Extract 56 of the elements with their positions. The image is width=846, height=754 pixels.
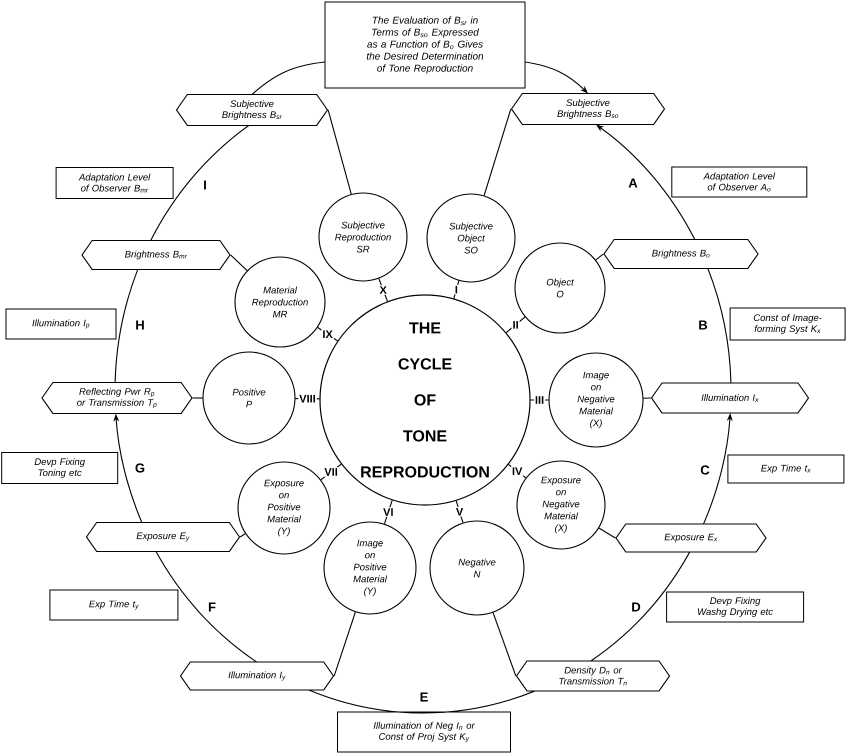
hexagon-box: Density D$_{n}$ or Transmission T$_{n}$ [516, 660, 670, 692]
hexagon-box: Reflecting Pwr R$_{p}$ or Transmission T$_{p}$ [41, 382, 193, 414]
ring-line [252, 61, 326, 95]
connector-line [644, 397, 651, 399]
hexagon-box: Illumination I$_{y}$ [180, 661, 334, 691]
ring-line [156, 551, 257, 662]
edge-label: VII [323, 467, 339, 477]
ring-line [308, 690, 535, 714]
factor-box: Devp Fixing Washg Drying etc [666, 592, 804, 622]
hexagon-box: Subjective Brightness B$_{sr}$ [176, 94, 328, 126]
hexagon-box: Exposure E$_{x}$ [615, 523, 767, 553]
connector-line [492, 612, 516, 676]
connector-line [192, 397, 202, 399]
factor-box: Exp Time t$_{x}$ [727, 454, 844, 484]
connector-line [484, 108, 512, 196]
station-letter: F [208, 602, 216, 612]
connector-line [596, 254, 604, 260]
station-letter: E [420, 692, 428, 702]
factor-box: Illumination of Neg I$_{n}$ or Const of Proj Syst K$_{y}$ [337, 712, 511, 752]
edge-label: IV [510, 466, 524, 476]
station-letter: A [628, 178, 638, 188]
factor-box: Devp Fixing Toning etc [1, 452, 118, 484]
edge-label: I [454, 284, 459, 294]
factor-box: Adaptation Level of Observer B$_{mr}$ [56, 167, 174, 199]
hexagon-box: Brightness B$_{o}$ [603, 238, 759, 270]
edge-label: VIII [298, 394, 317, 404]
station-letter: D [632, 602, 640, 612]
factor-box: Const of Image-forming Syst K$_{x}$ [730, 308, 846, 340]
note-box: The Evaluation of B$_{sr}$ in Terms of B$_{so}$ Expressed as a Function of B$_{o}$ Gives the Desired Determination of Tone Reproduction [324, 2, 526, 88]
ring-line [150, 125, 250, 241]
connector-line [230, 254, 248, 271]
edge-label: V [454, 506, 464, 516]
ring-line [590, 552, 690, 662]
factor-box: Illumination I$_{p}$ [6, 308, 116, 340]
hexagon-box: Illumination I$_{x}$ [650, 382, 810, 414]
connector-line [598, 528, 616, 538]
hexagon-box: Exposure E$_{y}$ [86, 522, 240, 552]
connector-line [334, 612, 356, 676]
hexagon-box: Subjective Brightness B$_{so}$ [510, 92, 666, 126]
edge-label: VI [382, 507, 395, 517]
station-letter: B [699, 320, 708, 330]
edge-label: III [534, 395, 546, 405]
edge-label: IX [321, 329, 334, 339]
station-letter: G [135, 463, 144, 473]
edge-label: II [512, 320, 520, 330]
ring-line [707, 268, 732, 383]
hexagon-box: Brightness B$_{mr}$ [81, 240, 231, 270]
ring-line [114, 269, 138, 382]
factor-box: Exp Time t$_{y}$ [49, 590, 178, 620]
factor-box: Adaptation Level of Observer A$_{o}$ [671, 166, 808, 198]
station-letter: C [700, 465, 710, 475]
edge-label: X [378, 285, 388, 295]
station-letter: I [204, 180, 206, 190]
connector-line [328, 110, 352, 194]
station-letter: H [136, 320, 144, 330]
connector-line [240, 533, 246, 538]
